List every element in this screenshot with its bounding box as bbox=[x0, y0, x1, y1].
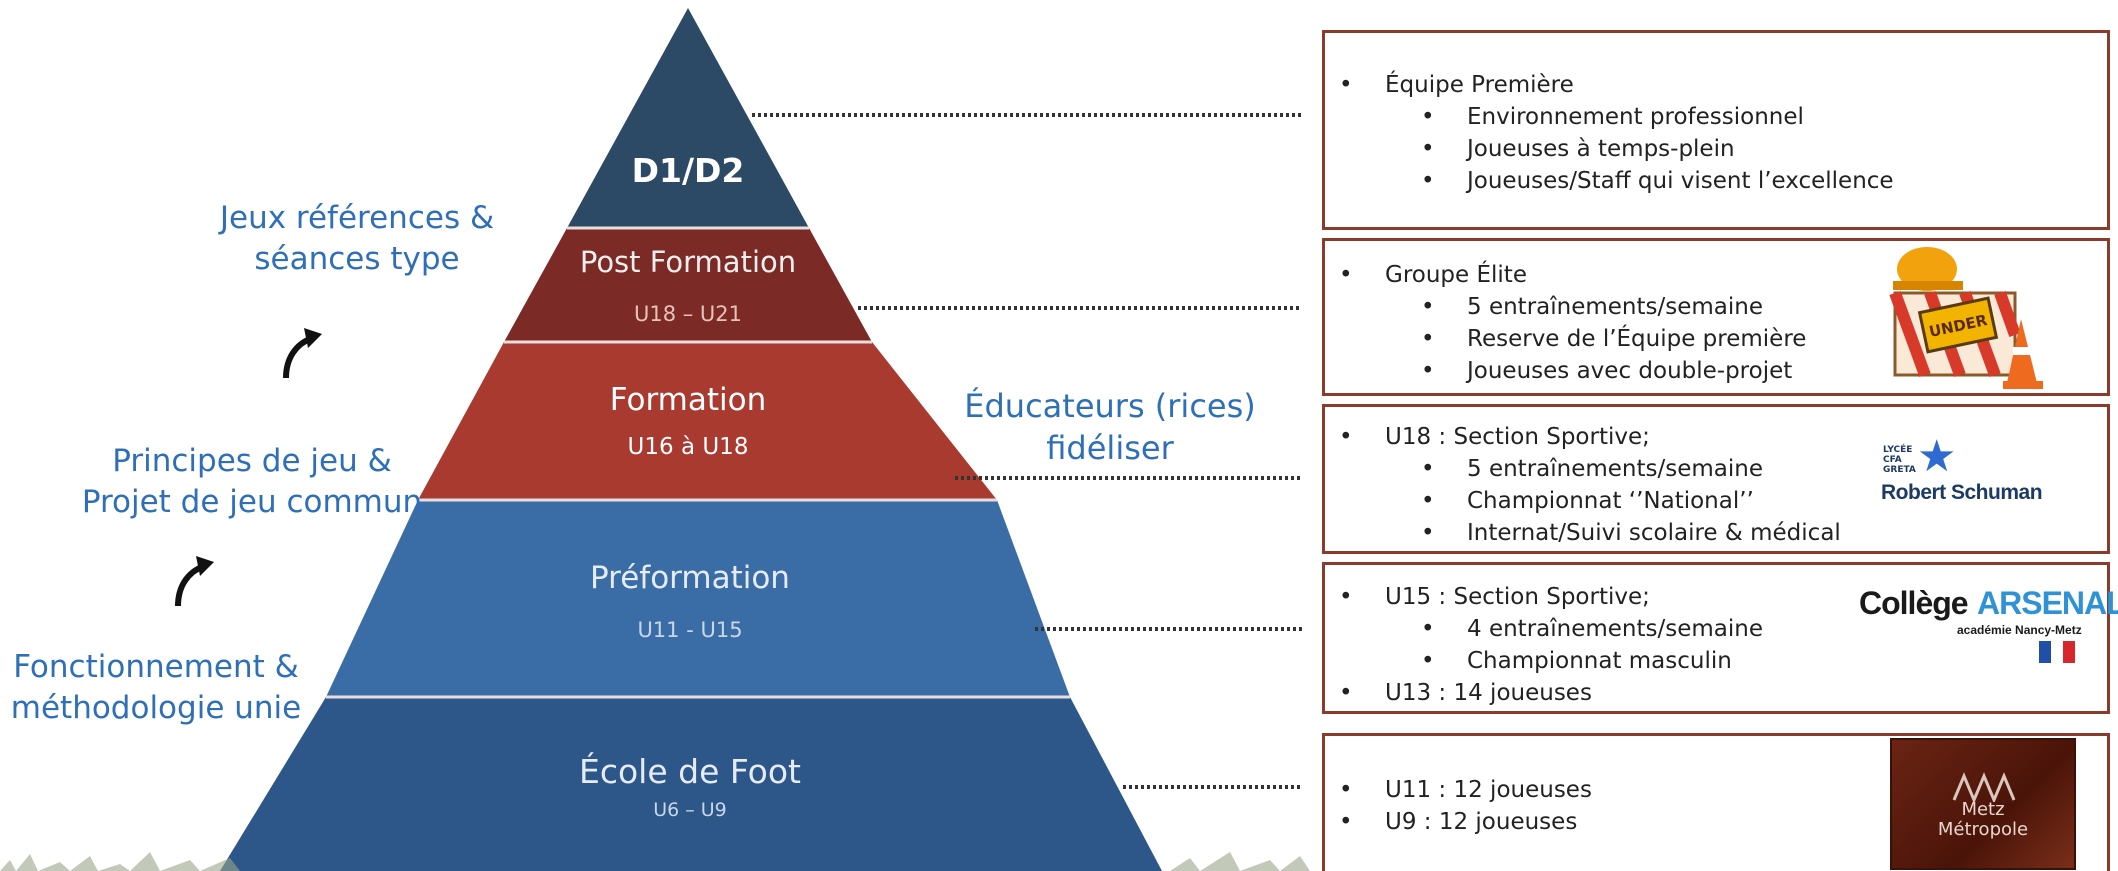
level-post-formation bbox=[504, 228, 872, 342]
box-u18-section: U18 : Section Sportive; 5 entraînements/… bbox=[1322, 404, 2110, 554]
lycee-name: Robert Schuman bbox=[1881, 481, 2043, 504]
list-item: Reserve de l’Équipe première bbox=[1325, 323, 2107, 355]
list-item: Groupe Élite bbox=[1325, 259, 2107, 291]
curved-arrow-icon bbox=[175, 556, 214, 607]
level-name-preformation: Préformation bbox=[590, 560, 790, 596]
list-item: U15 : Section Sportive; bbox=[1325, 581, 2107, 613]
level-sub-post-formation: U18 – U21 bbox=[634, 302, 742, 326]
list-item: Internat/Suivi scolaire & médical bbox=[1325, 517, 2107, 549]
level-sub-ecole-de-foot: U6 – U9 bbox=[653, 799, 727, 821]
metz-symbol-icon bbox=[1952, 772, 2016, 802]
list-item: Joueuses/Staff qui visent l’excellence bbox=[1325, 165, 2107, 197]
list-item: U13 : 14 joueuses bbox=[1325, 677, 2107, 709]
label-principes-de-jeu: Principes de jeu & Projet de jeu commun bbox=[81, 443, 423, 520]
level-name-post-formation: Post Formation bbox=[580, 245, 796, 279]
box-equipe-premiere: Équipe Première Environnement profession… bbox=[1322, 30, 2110, 230]
grass-decoration bbox=[0, 852, 1320, 871]
list-item: Championnat ‘’National’’ bbox=[1325, 485, 2107, 517]
curved-arrow-icon bbox=[283, 328, 322, 379]
list-item: U11 : 12 joueuses bbox=[1325, 774, 2107, 806]
list-item: 5 entraînements/semaine bbox=[1325, 453, 2107, 485]
label-jeux-references: Jeux références & séances type bbox=[219, 200, 495, 277]
box-u15-section: U15 : Section Sportive; 4 entraînements/… bbox=[1322, 562, 2118, 714]
list-item: Environnement professionnel bbox=[1325, 101, 2107, 133]
list-item: Joueuses à temps-plein bbox=[1325, 133, 2107, 165]
level-preformation bbox=[326, 500, 1070, 697]
level-name-d1d2: D1/D2 bbox=[632, 151, 745, 190]
list-item: Joueuses avec double-projet bbox=[1325, 355, 2107, 387]
list-item: 5 entraînements/semaine bbox=[1325, 291, 2107, 323]
list-item: Équipe Première bbox=[1325, 69, 2107, 101]
label-educateurs: Éducateurs (rices) fidéliser bbox=[964, 387, 1256, 467]
level-name-ecole-de-foot: École de Foot bbox=[579, 751, 801, 791]
box-groupe-elite: Groupe Élite 5 entraînements/semaine Res… bbox=[1322, 238, 2110, 396]
box-u11-u9: U11 : 12 joueuses U9 : 12 joueuses Metz … bbox=[1322, 733, 2110, 871]
level-d1d2 bbox=[567, 8, 809, 228]
college-arsenal-logo: Collège ARSENAL académie Nancy-Metz bbox=[1859, 585, 2118, 685]
flag-icon bbox=[2039, 641, 2075, 663]
label-fonctionnement: Fonctionnement & méthodologie unie bbox=[10, 649, 302, 726]
lycee-robert-schuman-logo: LYCÉE CFA GRETA ★ Robert Schuman bbox=[1881, 431, 2043, 504]
level-formation bbox=[418, 342, 997, 500]
level-sub-preformation: U11 - U15 bbox=[637, 618, 742, 642]
level-sub-formation: U16 à U18 bbox=[628, 434, 749, 460]
list-item: 4 entraînements/semaine bbox=[1325, 613, 2107, 645]
level-ecole-de-foot bbox=[220, 697, 1162, 871]
metz-metropole-logo: Metz Métropole bbox=[1890, 738, 2076, 870]
level-name-formation: Formation bbox=[610, 382, 766, 418]
list-item: U9 : 12 joueuses bbox=[1325, 806, 2107, 838]
star-icon: ★ bbox=[1917, 431, 1957, 482]
under-construction-icon: UNDER bbox=[1889, 247, 2043, 389]
list-item: U18 : Section Sportive; bbox=[1325, 421, 2107, 453]
list-item: Championnat masculin bbox=[1325, 645, 2107, 677]
